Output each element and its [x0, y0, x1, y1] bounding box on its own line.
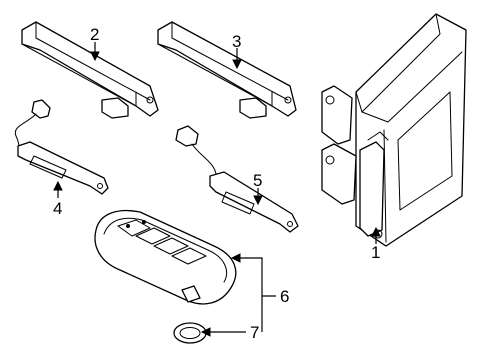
callout-4: 4: [53, 199, 62, 218]
arrowhead-4: [53, 180, 63, 191]
callout-7: 7: [250, 323, 259, 342]
arrowhead-3: [232, 59, 242, 70]
callout-1: 1: [371, 243, 380, 262]
part-4-antenna: [14, 99, 109, 195]
callout-6: 6: [280, 287, 289, 306]
callout-2: 2: [90, 25, 99, 44]
leader-line-6: [236, 257, 276, 332]
part-2-antenna: [21, 21, 159, 119]
arrowhead-5: [253, 195, 263, 206]
callout-3: 3: [232, 32, 241, 51]
callout-5: 5: [253, 171, 262, 190]
part-7-battery: [173, 322, 207, 344]
part-6-smart-key: [94, 209, 237, 305]
arrowhead-7: [200, 327, 211, 337]
part-1-control-module: [321, 13, 467, 247]
arrowhead-6: [230, 253, 241, 263]
arrowhead-2: [90, 51, 100, 62]
part-3-antenna: [157, 21, 297, 119]
part-5-antenna: [175, 125, 299, 233]
arrowhead-1: [371, 226, 381, 237]
